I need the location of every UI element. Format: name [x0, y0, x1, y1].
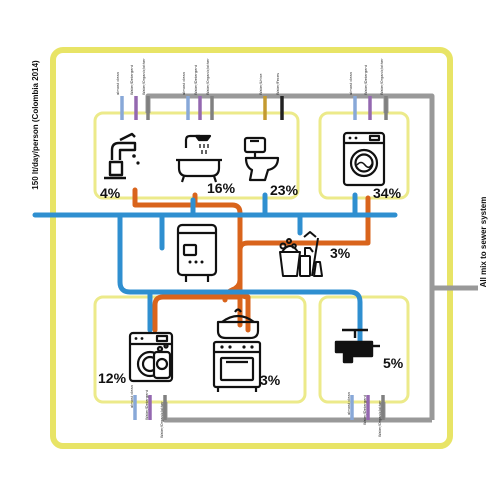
svg-text:almost clean: almost clean — [130, 385, 134, 408]
toilet-icon — [243, 136, 280, 182]
room-bathroom — [93, 111, 300, 200]
svg-text:almost clean: almost clean — [347, 392, 351, 415]
stove-icon — [212, 308, 262, 392]
cleaning-percent: 3% — [330, 245, 351, 261]
shower-bathtub-icon — [176, 134, 222, 183]
washbasin-tap-icon — [104, 132, 140, 180]
svg-text:Water/Organic/other: Water/Organic/other — [160, 401, 164, 438]
outdoor-tap-percent: 5% — [383, 355, 404, 371]
svg-text:Water/Detergent: Water/Detergent — [194, 64, 198, 95]
washing-machine-percent: 34% — [373, 185, 402, 201]
svg-text:almost clean: almost clean — [116, 72, 120, 95]
room-laundry — [318, 111, 410, 200]
dishwasher-percent: 12% — [98, 370, 127, 386]
right-side-label: All mix to sewer system — [479, 197, 488, 288]
pipe-labels-top: almost clean Water/Detergent Water/Organ… — [116, 58, 384, 95]
svg-text:Water/Detergent: Water/Detergent — [364, 64, 368, 95]
svg-text:Water/Organic/other: Water/Organic/other — [142, 58, 146, 95]
svg-text:almost clean: almost clean — [349, 72, 353, 95]
svg-text:Water/Organic/other: Water/Organic/other — [380, 58, 384, 95]
svg-text:Water/Detergent: Water/Detergent — [130, 64, 134, 95]
house-frame — [50, 47, 453, 449]
water-heater-icon — [176, 223, 218, 282]
svg-text:Water/Organic/other: Water/Organic/other — [206, 58, 210, 95]
svg-text:Water/Detergent: Water/Detergent — [145, 389, 149, 420]
drain-connectors — [120, 96, 388, 420]
shower-percent: 16% — [207, 180, 236, 196]
svg-text:almost clean: almost clean — [182, 72, 186, 95]
svg-text:Water/Organic/other: Water/Organic/other — [378, 400, 382, 437]
clean-water-pipes — [32, 192, 398, 345]
svg-text:Water/Feces: Water/Feces — [276, 73, 280, 95]
room-outdoor — [318, 295, 410, 404]
stove-percent: 3% — [260, 372, 281, 388]
cleaning-supplies-icon — [279, 231, 323, 277]
dishwasher-icon — [128, 331, 174, 383]
svg-text:Water/Urine: Water/Urine — [259, 73, 263, 95]
outdoor-tap-icon — [334, 328, 380, 364]
washbasin-percent: 4% — [100, 185, 121, 201]
left-side-label: 150 lt/day/person (Colombia 2014) — [31, 60, 40, 190]
washing-machine-icon — [342, 131, 386, 187]
pipe-labels-bottom: almost clean Water/Detergent Water/Organ… — [130, 385, 382, 438]
toilet-percent: 23% — [270, 182, 299, 198]
svg-text:Water/Detergent: Water/Detergent — [363, 394, 367, 425]
